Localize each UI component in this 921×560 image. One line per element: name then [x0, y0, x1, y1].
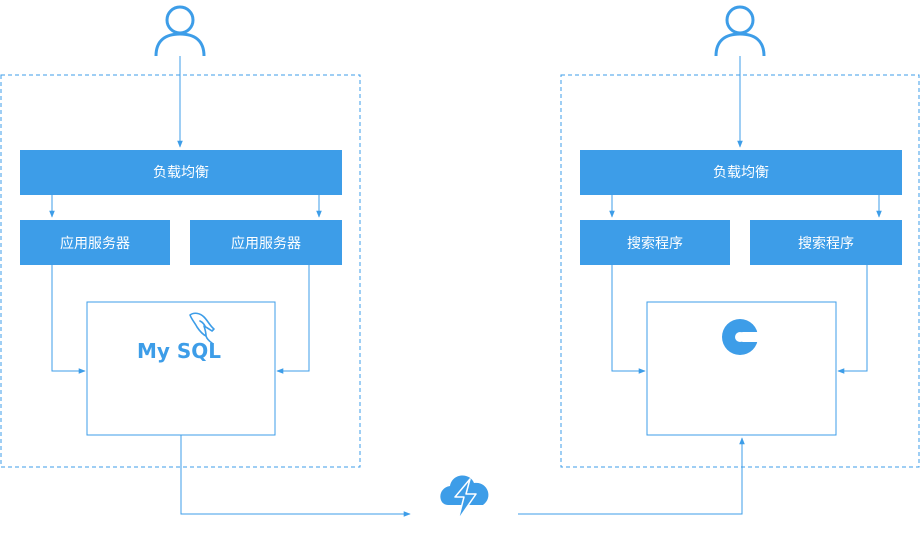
arrow-server-a-to-db: [51, 265, 86, 374]
arrow-db-to-sync: [180, 435, 411, 517]
search-program-b[interactable]: 搜索程序: [750, 220, 902, 265]
mysql-dolphin-icon: [189, 312, 215, 344]
load-balancer-right-label: 负载均衡: [713, 165, 769, 181]
app-server-a[interactable]: 应用服务器: [20, 220, 170, 265]
search-program-a-box: [580, 220, 730, 265]
user-icon: [154, 5, 206, 57]
search-program-b-box: [750, 220, 902, 265]
search-engine[interactable]: [646, 301, 837, 436]
arrow-sync-to-engine: [518, 437, 745, 515]
user-icon: [714, 5, 766, 57]
left-cluster-boundary: [0, 74, 361, 468]
arrow-search-a-to-engine: [611, 265, 646, 374]
mysql-logo-text: My SQL: [137, 339, 221, 363]
left-cluster: 负载均衡 应用服务器 应用服务器 My SQL: [0, 5, 361, 468]
load-balancer-right-box: [580, 150, 902, 195]
search-program-b-label: 搜索程序: [798, 235, 854, 252]
cloud-sync-icon[interactable]: [440, 475, 489, 521]
mysql-database-box: [86, 301, 276, 436]
app-server-b-label: 应用服务器: [231, 235, 301, 252]
search-engine-logo-icon: [722, 319, 762, 355]
load-balancer-left-label: 负载均衡: [153, 165, 209, 181]
app-server-a-label: 应用服务器: [60, 235, 130, 252]
load-balancer-right[interactable]: 负载均衡: [580, 150, 902, 195]
arrow-search-b-to-engine: [837, 265, 868, 374]
app-server-b-box: [190, 220, 342, 265]
app-server-a-box: [20, 220, 170, 265]
load-balancer-left[interactable]: 负载均衡: [20, 150, 342, 195]
app-server-b[interactable]: 应用服务器: [190, 220, 342, 265]
load-balancer-left-box: [20, 150, 342, 195]
arrow-server-b-to-db: [276, 265, 310, 374]
right-cluster: 负载均衡 搜索程序 搜索程序: [560, 5, 920, 468]
mysql-database[interactable]: My SQL: [86, 301, 276, 436]
search-program-a-label: 搜索程序: [627, 235, 683, 252]
search-program-a[interactable]: 搜索程序: [580, 220, 730, 265]
